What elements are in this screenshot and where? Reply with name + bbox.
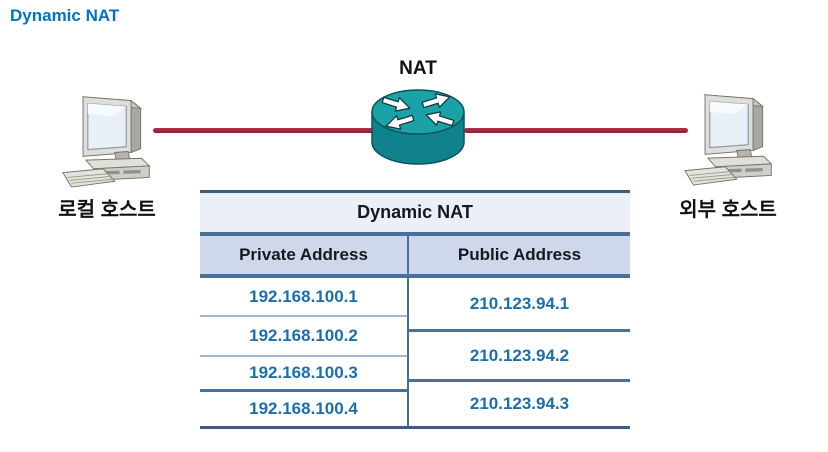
column-header-public: Public Address [407, 236, 630, 274]
external-host-computer-icon [684, 94, 773, 186]
local-host-label: 로컬 호스트 [58, 199, 156, 221]
public-address-cell: 210.123.94.1 [409, 278, 630, 332]
column-header-private: Private Address [239, 245, 368, 264]
nat-router-icon [371, 89, 465, 165]
table-column-headers: Private Address Public Address [200, 236, 630, 278]
table-body: 192.168.100.1 192.168.100.2 192.168.100.… [200, 278, 630, 429]
public-address-cell: 210.123.94.2 [409, 332, 630, 382]
nat-router-label: NAT [399, 58, 437, 79]
network-link-right [464, 128, 688, 133]
private-address-column: 192.168.100.1 192.168.100.2 192.168.100.… [200, 278, 407, 426]
nat-mapping-table: Dynamic NAT Private Address Public Addre… [200, 190, 630, 429]
private-address-cell: 192.168.100.2 [200, 317, 407, 357]
local-host-computer-icon [62, 96, 151, 188]
private-address-cell: 192.168.100.1 [200, 278, 407, 317]
page-title: Dynamic NAT [10, 6, 120, 25]
table-title: Dynamic NAT [200, 190, 630, 236]
private-address-cell: 192.168.100.4 [249, 399, 358, 418]
public-address-cell: 210.123.94.3 [469, 394, 570, 413]
network-link-left [153, 128, 374, 133]
external-host-label: 외부 호스트 [679, 199, 777, 221]
public-address-column: 210.123.94.1 210.123.94.2 210.123.94.3 [407, 278, 630, 426]
private-address-cell: 192.168.100.3 [200, 357, 407, 392]
